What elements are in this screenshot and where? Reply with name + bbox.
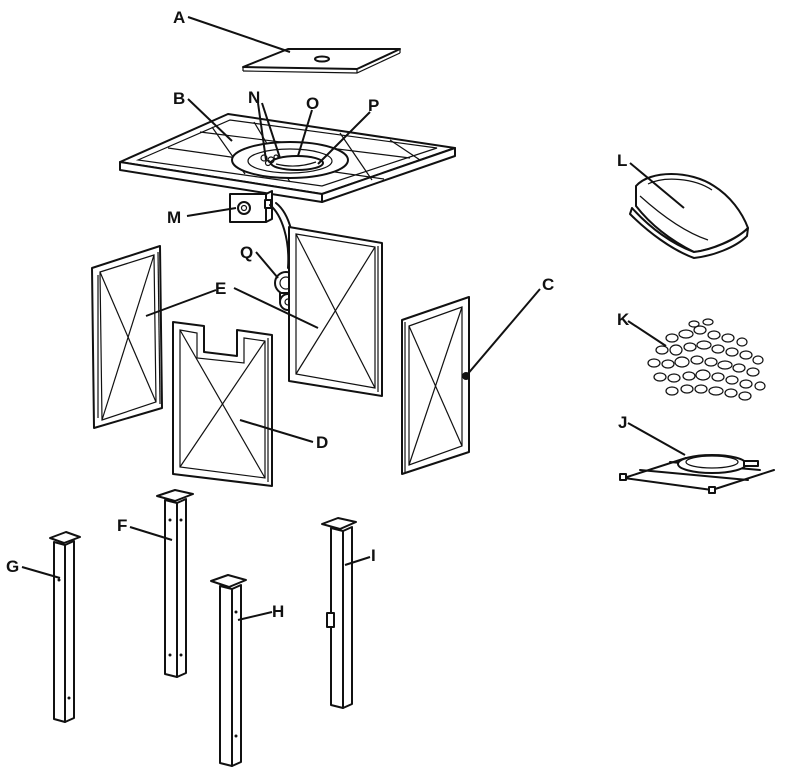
part-j-burner-tray bbox=[619, 454, 775, 494]
label-q: Q bbox=[240, 243, 253, 262]
part-labels: A B N O P M Q E C D F G H I L K J bbox=[6, 8, 630, 621]
part-a-lid bbox=[242, 48, 401, 74]
label-c: C bbox=[542, 275, 554, 294]
leader-lines bbox=[21, 16, 686, 621]
label-a: A bbox=[173, 8, 185, 27]
part-h-leg bbox=[210, 574, 247, 767]
part-g-leg bbox=[49, 531, 81, 723]
label-h: H bbox=[272, 602, 284, 621]
label-e: E bbox=[215, 279, 226, 298]
label-p: P bbox=[368, 96, 379, 115]
part-e-panel-back bbox=[288, 226, 383, 397]
label-m: M bbox=[167, 208, 181, 227]
label-f: F bbox=[117, 516, 127, 535]
label-l: L bbox=[617, 151, 627, 170]
label-i: I bbox=[371, 546, 376, 565]
label-b: B bbox=[173, 89, 185, 108]
part-i-leg bbox=[321, 517, 357, 709]
part-m-control-box bbox=[229, 190, 273, 223]
part-c-door-panel bbox=[401, 296, 470, 475]
label-g: G bbox=[6, 557, 19, 576]
label-j: J bbox=[618, 413, 627, 432]
label-n: N bbox=[248, 88, 260, 107]
label-d: D bbox=[316, 433, 328, 452]
part-k-lava-rocks bbox=[647, 318, 766, 401]
part-e-panel-left bbox=[91, 245, 163, 429]
part-b-table-top bbox=[119, 113, 456, 203]
part-d-panel-front bbox=[172, 321, 273, 487]
label-k: K bbox=[617, 310, 630, 329]
part-l-cover bbox=[629, 173, 749, 259]
label-o: O bbox=[306, 94, 319, 113]
part-f-leg bbox=[156, 489, 194, 678]
